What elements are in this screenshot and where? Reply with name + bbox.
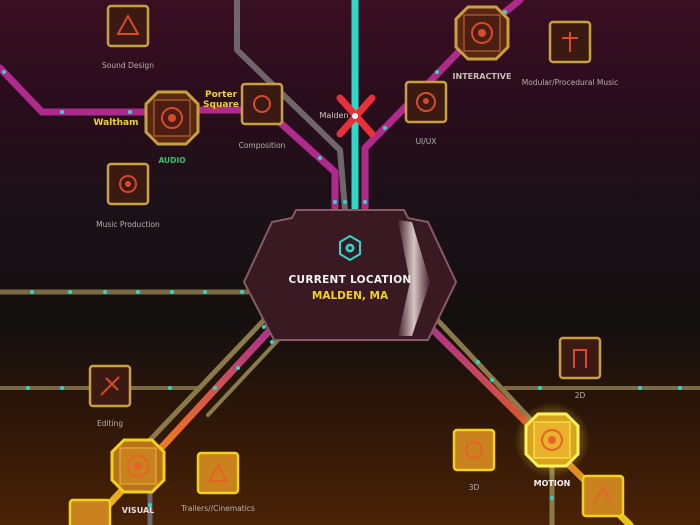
motion-hub-node[interactable] <box>524 412 580 468</box>
composition-label: Composition <box>238 141 286 150</box>
visual-sub-node[interactable] <box>68 498 112 525</box>
olive-line-vis1 <box>147 317 267 443</box>
olive-line-vis2 <box>206 336 282 417</box>
location-pin-icon <box>339 234 361 262</box>
porter-square-station-label: Porter Square <box>203 90 239 110</box>
music-production-node[interactable] <box>106 162 150 206</box>
composition-node[interactable] <box>240 82 284 126</box>
current-location-place: MALDEN, MA <box>311 290 389 302</box>
motion-sub-node[interactable] <box>581 474 625 518</box>
visual-hub-node[interactable] <box>110 438 166 494</box>
visual-label: VISUAL <box>121 506 155 515</box>
music-production-label: Music Production <box>96 220 160 229</box>
sound-design-node[interactable] <box>106 4 150 48</box>
malden-station-label: Malden <box>319 111 349 120</box>
station-dots <box>2 10 682 507</box>
3d-label: 3D <box>468 483 480 492</box>
audio-hub-node[interactable] <box>144 90 200 146</box>
3d-node[interactable] <box>452 428 496 472</box>
2d-node[interactable] <box>558 336 602 380</box>
interactive-label: INTERACTIVE <box>452 72 512 81</box>
2d-label: 2D <box>574 391 586 400</box>
skill-nodes <box>68 4 625 525</box>
waltham-station-label: Waltham <box>93 118 139 128</box>
trailers-cinematics-node[interactable] <box>196 451 240 495</box>
visual-line <box>86 326 274 525</box>
editing-label: Editing <box>96 419 124 428</box>
interactive-hub-node[interactable] <box>454 5 510 61</box>
gray-line <box>234 0 348 213</box>
editing-node[interactable] <box>88 364 132 408</box>
audio-label: AUDIO <box>158 156 186 165</box>
modular-procedural-music-label: Modular/Procedural Music <box>521 78 619 87</box>
ui-ux-label: UI/UX <box>415 137 437 146</box>
sound-design-label: Sound Design <box>102 61 154 70</box>
ui-ux-node[interactable] <box>404 80 448 124</box>
modular-procedural-music-node[interactable] <box>548 20 592 64</box>
current-location-title: CURRENT LOCATION <box>288 274 412 286</box>
current-location-panel <box>242 209 458 341</box>
motion-label: MOTION <box>533 479 571 488</box>
trailers-cinematics-label: Trailers//Cinematics <box>181 504 255 513</box>
